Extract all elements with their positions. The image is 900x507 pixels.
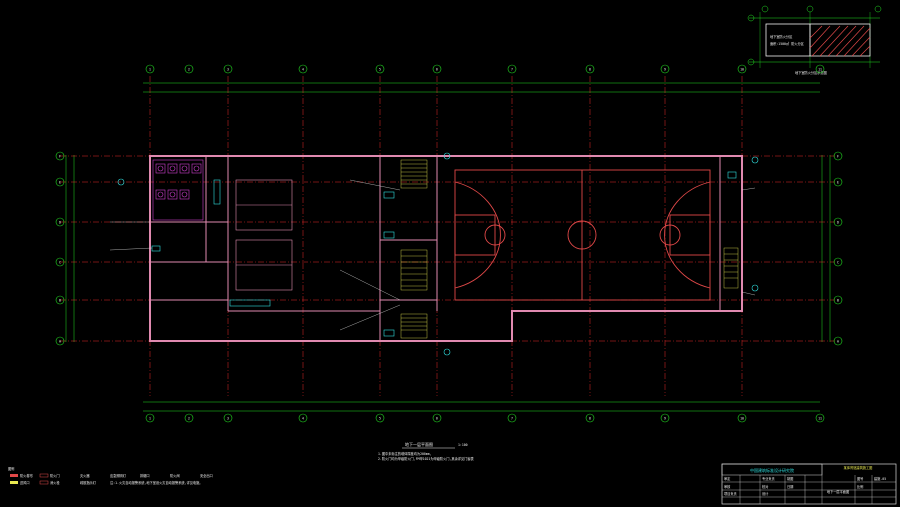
title-block-institute: 中国建筑标准设计研究院 xyxy=(750,467,794,473)
svg-text:11: 11 xyxy=(818,416,822,420)
svg-text:4: 4 xyxy=(302,67,304,71)
svg-text:2: 2 xyxy=(188,67,190,71)
svg-text:B: B xyxy=(837,298,839,302)
svg-text:E: E xyxy=(837,180,839,184)
stair-core xyxy=(400,159,739,339)
column-labels-top: 1 2 3 4 5 6 7 8 9 10 11 xyxy=(149,67,822,71)
legend-item-3: 防火门 xyxy=(50,473,60,478)
drawing-note-1: 1.图中未标注的墙体厚度均为200mm, xyxy=(378,451,432,456)
svg-text:项目负责: 项目负责 xyxy=(724,491,737,496)
svg-text:B: B xyxy=(59,298,61,302)
column-labels-bottom: 1 2 3 4 5 6 7 8 9 10 11 xyxy=(149,416,822,420)
row-bubbles xyxy=(55,151,843,346)
title-block-drawing-no: 建施-05 xyxy=(874,476,886,481)
dimension-lines xyxy=(65,82,831,412)
svg-text:制图: 制图 xyxy=(787,476,793,481)
basketball-court xyxy=(454,169,711,301)
svg-text:专业负责: 专业负责 xyxy=(762,476,775,481)
legend: 图例 防火卷帘 送风口 防火门 消火栓 灭火器 疏散指示灯 应急照明灯 排烟口 … xyxy=(8,466,213,485)
drawing-title: 地下一层平面图 xyxy=(405,441,433,447)
svg-text:8: 8 xyxy=(589,416,591,420)
svg-text:图号: 图号 xyxy=(857,476,863,481)
svg-text:校对: 校对 xyxy=(762,484,769,489)
svg-text:7: 7 xyxy=(511,67,513,71)
key-plan-label-1: 地下室防火分区 xyxy=(770,34,793,39)
svg-text:1: 1 xyxy=(149,67,151,71)
interior-walls xyxy=(150,156,721,341)
legend-item-7: 应急照明灯 xyxy=(110,473,127,478)
title-block-sheet-title: 地下一层平面图 xyxy=(827,489,849,494)
svg-text:5: 5 xyxy=(379,67,381,71)
legend-item-9: 防火阀 xyxy=(170,473,180,478)
legend-item-1: 防火卷帘 xyxy=(20,473,33,478)
column-bubbles xyxy=(145,64,825,423)
svg-text:A: A xyxy=(59,339,61,343)
legend-item-4: 消火栓 xyxy=(50,480,60,485)
exterior-walls xyxy=(149,155,743,342)
key-plan: 地下室防火分区 面积:1500㎡ 防火分区 地下室防火分区示意图 xyxy=(747,5,882,75)
svg-text:8: 8 xyxy=(589,67,591,71)
restroom-fixtures xyxy=(152,159,204,221)
legend-swatch-yellow xyxy=(10,481,18,484)
svg-text:E: E xyxy=(59,180,61,184)
svg-text:D: D xyxy=(59,220,61,224)
training-courts xyxy=(235,179,293,291)
svg-text:11: 11 xyxy=(818,67,822,71)
key-plan-hatch xyxy=(809,25,871,57)
fire-equipment-symbols xyxy=(117,152,759,356)
key-plan-label-2: 面积:1500㎡ 防火分区 xyxy=(770,41,805,46)
svg-text:日期: 日期 xyxy=(787,484,793,489)
legend-title: 图例 xyxy=(8,466,14,471)
annotation-leaders xyxy=(109,179,756,331)
title-block-project: 某体育馆建筑施工图 xyxy=(844,465,873,470)
svg-text:4: 4 xyxy=(302,416,304,420)
legend-item-10: 安全出口 xyxy=(200,473,213,478)
svg-text:9: 9 xyxy=(664,416,666,420)
svg-text:10: 10 xyxy=(740,67,744,71)
svg-text:C: C xyxy=(59,260,61,264)
svg-text:3: 3 xyxy=(227,67,229,71)
svg-text:5: 5 xyxy=(379,416,381,420)
legend-item-6: 疏散指示灯 xyxy=(80,480,97,485)
svg-text:9: 9 xyxy=(664,67,666,71)
svg-text:A: A xyxy=(837,339,839,343)
svg-text:F: F xyxy=(837,154,839,158)
svg-text:7: 7 xyxy=(511,416,513,420)
legend-item-2: 送风口 xyxy=(20,480,30,485)
svg-text:6: 6 xyxy=(436,67,438,71)
svg-text:2: 2 xyxy=(188,416,190,420)
legend-item-8: 排烟口 xyxy=(140,473,150,478)
svg-text:10: 10 xyxy=(740,416,744,420)
svg-text:F: F xyxy=(59,154,61,158)
title-block: 中国建筑标准设计研究院 某体育馆建筑施工图 审定 审核 项目负责 专业负责 校对… xyxy=(721,463,897,505)
svg-text:比例: 比例 xyxy=(857,484,863,489)
drawing-note-2: 2.防火门均为甲级防火门,FM甲1021为甲级防火门,其余详见门窗表 xyxy=(378,456,475,461)
svg-text:审核: 审核 xyxy=(724,484,731,489)
row-labels-right: F E D C B A xyxy=(837,154,839,343)
svg-text:D: D xyxy=(837,220,839,224)
svg-text:6: 6 xyxy=(436,416,438,420)
drawing-scale: 1:100 xyxy=(458,443,468,447)
legend-note: 注:1.火灾自动报警系统,地下室设火灾自动报警系统,详见电施。 xyxy=(110,480,202,485)
svg-text:3: 3 xyxy=(227,416,229,420)
legend-item-5: 灭火器 xyxy=(80,474,90,478)
key-plan-caption: 地下室防火分区示意图 xyxy=(795,70,827,75)
grid-axes xyxy=(60,76,835,396)
svg-text:C: C xyxy=(837,260,839,264)
svg-text:设计: 设计 xyxy=(762,491,769,496)
row-labels-left: F E D C B A xyxy=(59,154,61,343)
svg-text:1: 1 xyxy=(149,416,151,420)
legend-swatch-red xyxy=(10,474,18,477)
svg-text:审定: 审定 xyxy=(724,476,731,481)
